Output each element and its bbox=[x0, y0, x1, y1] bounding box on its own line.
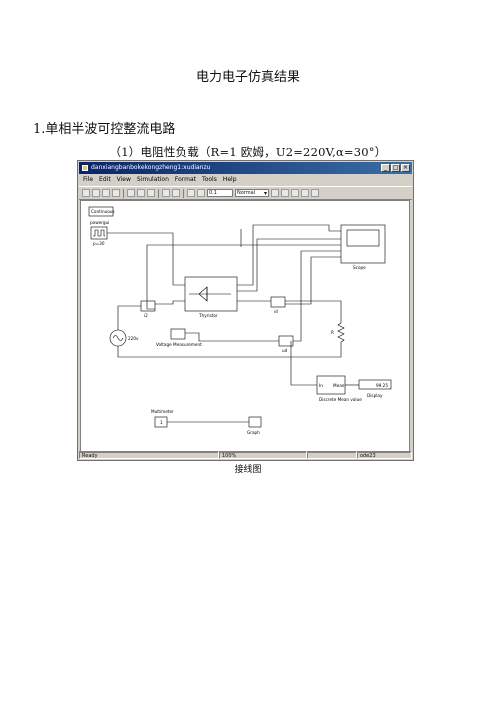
voltage-measurement-block bbox=[170, 328, 186, 340]
menu-help[interactable]: Help bbox=[222, 176, 237, 183]
mean-in-label: In bbox=[319, 383, 323, 388]
minimize-button[interactable]: _ bbox=[381, 164, 390, 172]
section-heading: 1.单相半波可控整流电路 bbox=[33, 122, 176, 137]
model-canvas[interactable]: Continuous powergui p=30 Thyristor Scope… bbox=[80, 200, 410, 453]
play-icon[interactable] bbox=[187, 189, 195, 197]
graph-label: Graph bbox=[247, 430, 260, 435]
multimeter-value: 1 bbox=[160, 420, 163, 425]
toolbar-separator bbox=[183, 188, 184, 198]
display-label: Display bbox=[367, 393, 383, 398]
maximize-button[interactable]: □ bbox=[391, 164, 400, 172]
toolbar-separator bbox=[123, 188, 124, 198]
menu-tools[interactable]: Tools bbox=[202, 176, 217, 183]
close-button[interactable]: × bbox=[401, 164, 410, 172]
menu-simulation[interactable]: Simulation bbox=[136, 176, 169, 183]
save-icon[interactable] bbox=[102, 189, 110, 197]
model-icon bbox=[82, 165, 88, 171]
scope-label: Scope bbox=[353, 265, 366, 270]
source-label: 220v bbox=[128, 336, 139, 341]
status-bar: Ready 100% ode23 bbox=[79, 451, 412, 459]
update-icon[interactable] bbox=[281, 189, 289, 197]
id-block bbox=[270, 296, 286, 308]
stop-icon[interactable] bbox=[197, 189, 205, 197]
i2-label: i2 bbox=[144, 313, 148, 318]
multimeter-label: Multimeter bbox=[151, 409, 174, 414]
redo-icon[interactable] bbox=[172, 189, 180, 197]
build-icon[interactable] bbox=[271, 189, 279, 197]
voltage-measurement-label: Voltage Measurement bbox=[156, 342, 202, 347]
figure-caption: 接线图 bbox=[234, 465, 262, 475]
status-empty bbox=[307, 451, 357, 459]
powergui-block bbox=[88, 206, 114, 217]
document-title: 电力电子仿真结果 bbox=[195, 70, 300, 85]
simulink-window: danxiangbanbokekongzheng1:xudianzu _ □ ×… bbox=[77, 160, 414, 461]
new-icon[interactable] bbox=[82, 189, 90, 197]
window-title: danxiangbanbokekongzheng1:xudianzu bbox=[91, 164, 211, 171]
powergui-name: powergui bbox=[90, 220, 109, 225]
graph-block bbox=[248, 416, 262, 428]
library-icon[interactable] bbox=[291, 189, 299, 197]
display-block bbox=[358, 379, 392, 390]
menu-edit[interactable]: Edit bbox=[99, 176, 111, 183]
undo-icon[interactable] bbox=[162, 189, 170, 197]
toolbar-separator bbox=[158, 188, 159, 198]
mean-block-label: Mean bbox=[333, 383, 345, 388]
paste-icon[interactable] bbox=[147, 189, 155, 197]
block-diagram: Continuous powergui p=30 Thyristor Scope… bbox=[88, 206, 392, 435]
r-label: R bbox=[331, 330, 334, 335]
stop-time-input[interactable]: 0.1 bbox=[207, 189, 233, 197]
powergui-text: Continuous bbox=[91, 209, 115, 214]
ud-label: ud bbox=[282, 348, 288, 353]
i2-block bbox=[140, 300, 156, 312]
display-value: 99.25 bbox=[376, 383, 388, 388]
menu-format[interactable]: Format bbox=[174, 176, 197, 183]
window-titlebar: danxiangbanbokekongzheng1:xudianzu _ □ × bbox=[79, 162, 412, 174]
print-icon[interactable] bbox=[112, 189, 120, 197]
pulse-label: p=30 bbox=[93, 241, 105, 246]
status-zoom: 100% bbox=[219, 451, 307, 459]
resistor-block bbox=[337, 319, 345, 347]
mean-name-label: Discrete Mean value bbox=[319, 397, 362, 402]
thyristor-label: Thyristor bbox=[198, 313, 218, 318]
debug-icon[interactable] bbox=[311, 189, 319, 197]
menu-bar: File Edit View Simulation Format Tools H… bbox=[79, 175, 412, 185]
sub-heading: （1）电阻性负载（R=1 欧姆，U2=220V,α=30°） bbox=[109, 145, 387, 159]
menu-file[interactable]: File bbox=[83, 176, 94, 183]
copy-icon[interactable] bbox=[137, 189, 145, 197]
explorer-icon[interactable] bbox=[301, 189, 309, 197]
id-label: id bbox=[274, 309, 278, 314]
menu-view[interactable]: View bbox=[116, 176, 131, 183]
status-ready: Ready bbox=[79, 451, 219, 459]
toolbar: 0.1 Normal bbox=[79, 186, 412, 200]
pulse-generator-block bbox=[90, 226, 108, 240]
cut-icon[interactable] bbox=[127, 189, 135, 197]
status-solver: ode23 bbox=[357, 451, 412, 459]
open-icon[interactable] bbox=[92, 189, 100, 197]
pulse-icon bbox=[93, 229, 105, 237]
simulation-mode-select[interactable]: Normal bbox=[235, 189, 269, 197]
